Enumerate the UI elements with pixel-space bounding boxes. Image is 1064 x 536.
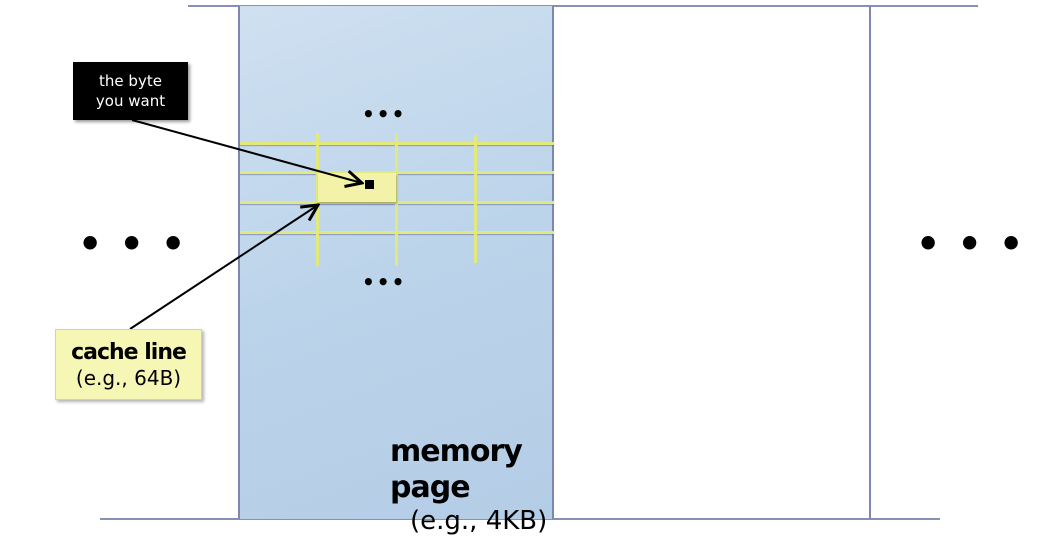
byte-label-line2: you want [95,92,166,110]
ellipsis-top: ••• [362,102,407,126]
target-byte [365,180,374,189]
byte-you-want-label: the byte you want [73,62,188,120]
cache-line-size: (e.g., 64B) [75,365,182,390]
top-border-line [188,5,978,7]
page-divider [869,6,871,519]
cache-line-title: cache line [71,339,187,365]
cache-line-label: cache line (e.g., 64B) [55,329,202,400]
ellipsis-left: • • • [78,222,188,266]
memory-page-title: memory page [390,434,523,505]
cache-line-col-boundary [395,133,398,266]
memory-page-label: memory page (e.g., 4KB) [300,434,570,536]
byte-label-line1: the byte [99,72,162,90]
cache-line-col-boundary [316,133,319,266]
cache-line-arrow [129,205,318,330]
byte-arrow [131,119,362,183]
bottom-border-line [100,518,940,520]
ellipsis-right: • • • [916,222,1026,266]
memory-page-size: (e.g., 4KB) [410,506,548,536]
ellipsis-bottom: ••• [362,270,407,294]
cache-line-col-boundary [474,135,477,263]
